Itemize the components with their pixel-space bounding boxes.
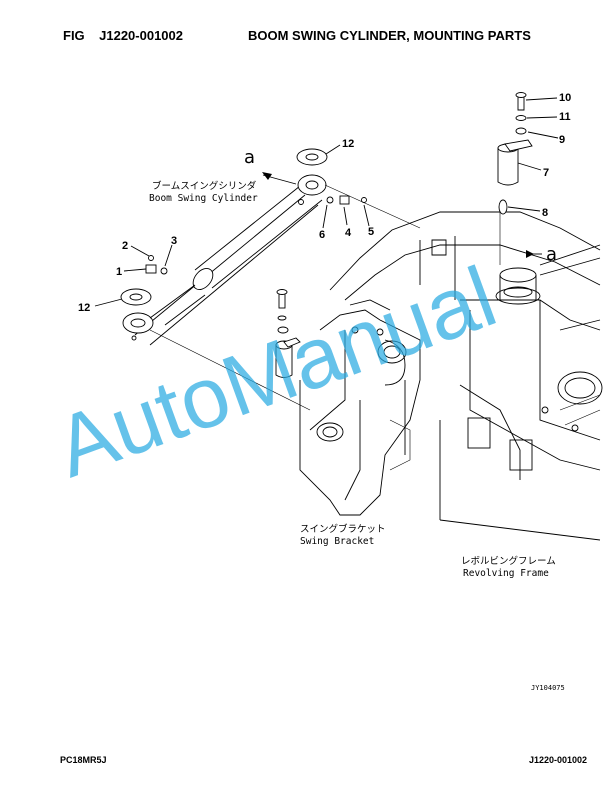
page-title: BOOM SWING CYLINDER, MOUNTING PARTS bbox=[248, 28, 531, 43]
watermark: AutoManual bbox=[44, 249, 508, 496]
label-revolving-frame-jp: レボルビングフレーム bbox=[461, 555, 556, 567]
callout-2: 2 bbox=[122, 240, 128, 252]
revolving-frame-drawing bbox=[329, 211, 603, 541]
callout-6: 6 bbox=[319, 229, 325, 241]
figure-number: J1220-001002 bbox=[99, 28, 183, 43]
grease-fitting-right bbox=[326, 195, 367, 205]
callout-8: 8 bbox=[542, 207, 548, 219]
view-marker-left: a bbox=[244, 147, 255, 168]
drawing-code: JY104075 bbox=[531, 684, 565, 692]
boom-swing-cylinder-drawing bbox=[122, 174, 327, 346]
leader-lines bbox=[94, 97, 559, 307]
callout-12-top: 12 bbox=[342, 138, 354, 150]
thrust-washers bbox=[120, 148, 328, 306]
view-marker-right: a bbox=[546, 244, 557, 265]
callout-1: 1 bbox=[116, 266, 122, 278]
fig-prefix: FIG bbox=[63, 28, 85, 43]
callout-3: 3 bbox=[171, 235, 177, 247]
view-arrow-left: a bbox=[244, 147, 297, 185]
label-boom-swing-cylinder-jp: ブームスイングシリンダ bbox=[152, 180, 257, 192]
callout-9: 9 bbox=[559, 134, 565, 146]
callout-7: 7 bbox=[543, 167, 549, 179]
part-labels: ブームスイングシリンダ Boom Swing Cylinder スイングブラケッ… bbox=[149, 180, 565, 692]
label-revolving-frame-en: Revolving Frame bbox=[463, 568, 549, 579]
bracket-pin-set bbox=[275, 289, 301, 378]
alignment-lines bbox=[149, 184, 501, 411]
figure-label: FIG J1220-001002 bbox=[63, 28, 183, 43]
callout-11: 11 bbox=[559, 111, 571, 123]
label-swing-bracket-jp: スイングブラケット bbox=[300, 523, 386, 535]
footer-model: PC18MR5J bbox=[60, 755, 107, 765]
callout-5: 5 bbox=[368, 226, 374, 238]
callout-10: 10 bbox=[559, 92, 571, 104]
callout-numbers: 1 2 3 4 5 6 7 8 9 10 11 12 12 bbox=[78, 92, 571, 314]
swing-bracket-drawing bbox=[299, 299, 421, 516]
callout-12-left: 12 bbox=[78, 302, 90, 314]
grease-fitting-left bbox=[145, 255, 168, 275]
pin-assembly-right bbox=[497, 92, 533, 215]
callout-4: 4 bbox=[345, 227, 352, 239]
label-boom-swing-cylinder-en: Boom Swing Cylinder bbox=[149, 193, 258, 204]
footer-page-ref: J1220-001002 bbox=[529, 755, 588, 765]
label-swing-bracket-en: Swing Bracket bbox=[300, 536, 374, 547]
view-arrow-right: a bbox=[526, 244, 557, 265]
